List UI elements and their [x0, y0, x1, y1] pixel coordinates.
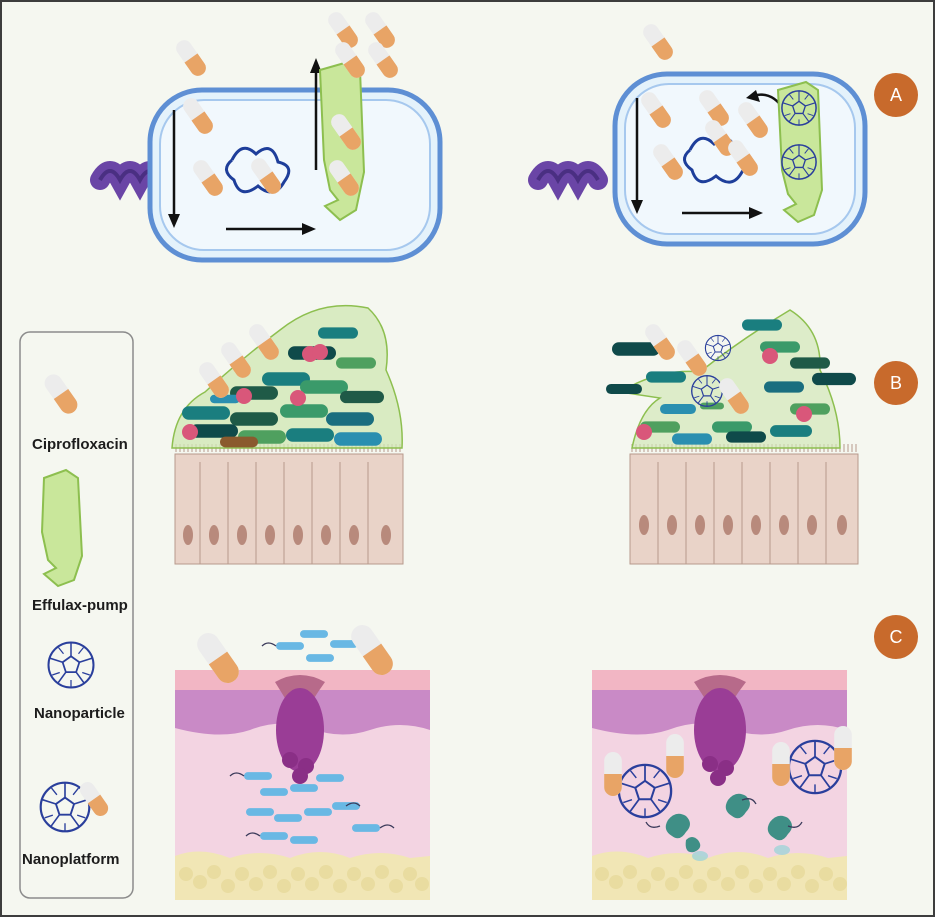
- legend-label-nanoplatform: Nanoplatform: [22, 851, 120, 868]
- damaged-bacteria-right: [645, 793, 803, 861]
- fat-cells-right: [595, 865, 847, 893]
- legend-efflux-pump-icon: [40, 468, 84, 588]
- panel-b-right-biofilm: [606, 309, 859, 565]
- panel-a-right-bacterium: [528, 21, 868, 247]
- legend-box: [19, 331, 134, 899]
- biofilm-bacteria-right: [606, 319, 856, 445]
- panel-b-left-biofilm: [171, 304, 404, 565]
- panel-b-badge: B: [874, 361, 918, 405]
- panel-a-left-bacterium: [90, 9, 443, 263]
- legend-label-ciprofloxacin: Ciprofloxacin: [32, 436, 128, 453]
- legend-label-nanoparticle: Nanoparticle: [34, 705, 125, 722]
- panel-c-right-skin: [592, 670, 852, 900]
- panel-a-badge: A: [874, 73, 918, 117]
- panel-c-badge: C: [874, 615, 918, 659]
- flagellum-right: [528, 161, 608, 201]
- epithelium-left: [174, 444, 404, 565]
- biofilm-bacteria-left: [182, 327, 384, 448]
- efflux-pump-a-right: [776, 80, 824, 224]
- panel-c-left-skin: [175, 620, 430, 900]
- legend-label-efflux-pump: Effulax-pump: [32, 597, 128, 614]
- fat-cells-left: [179, 865, 429, 893]
- epithelium-right: [629, 444, 859, 565]
